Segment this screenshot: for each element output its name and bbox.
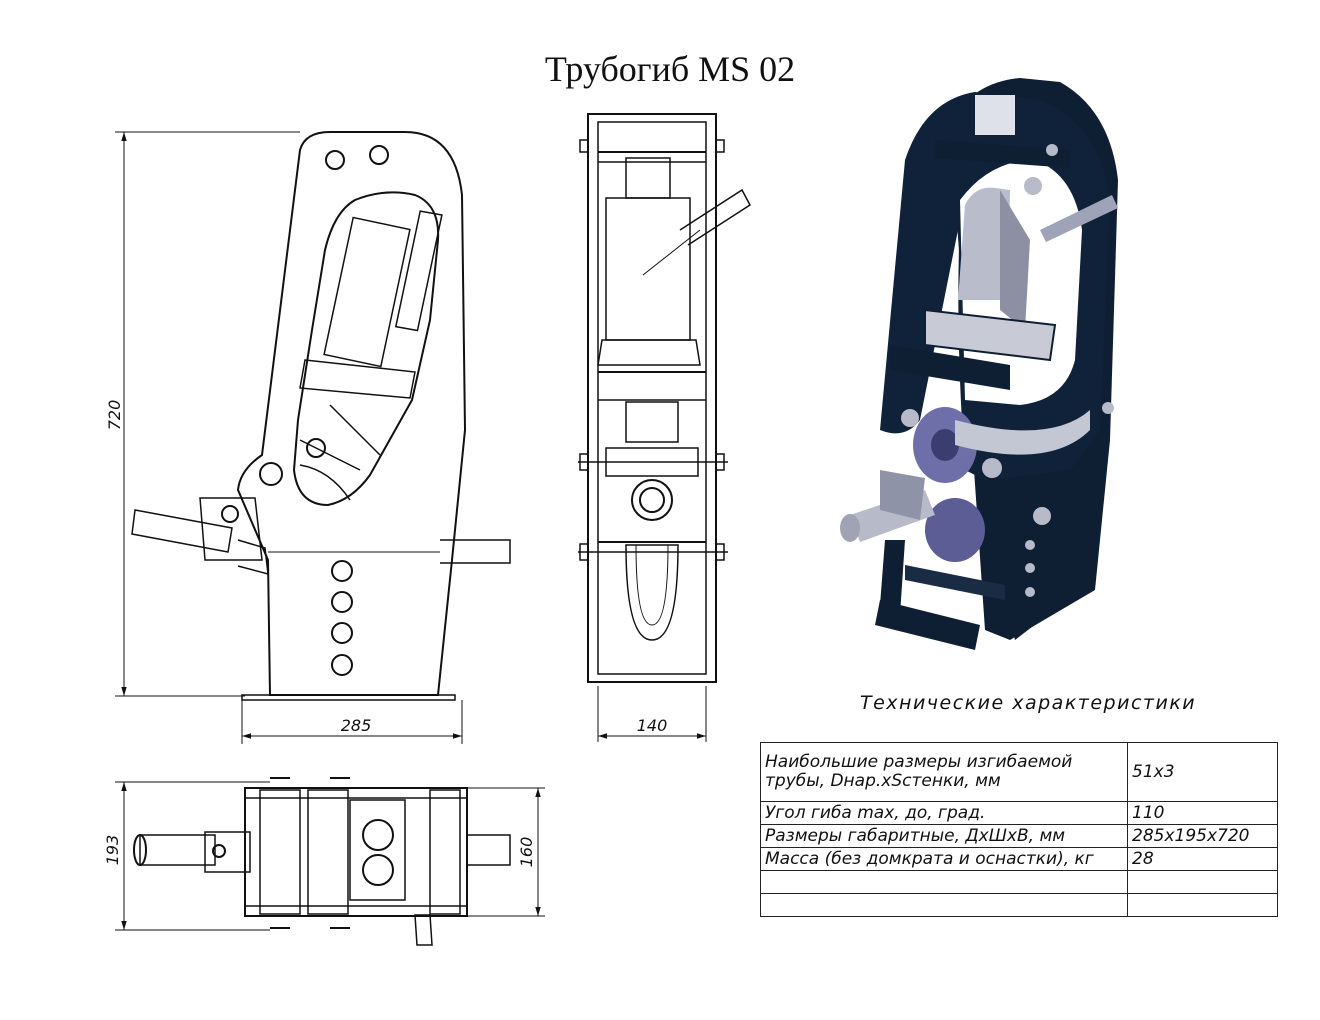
spec-label: Масса (без домкрата и оснастки), кг xyxy=(760,847,1128,871)
spec-label: Угол гиба max, до, град. xyxy=(760,801,1128,825)
top-dimensions xyxy=(115,781,545,931)
front-dimensions xyxy=(115,131,463,744)
height-dimension-label: 720 xyxy=(105,400,124,431)
depth-top-dimension-label: 193 xyxy=(103,835,122,866)
specs-heading: Технические характеристики xyxy=(860,692,1197,714)
specs-row xyxy=(760,870,1278,894)
top-view xyxy=(133,777,511,946)
spec-label: Размеры габаритные, ДxШxВ, мм xyxy=(760,824,1128,848)
specs-row: Масса (без домкрата и оснастки), кг 28 xyxy=(760,847,1278,871)
specs-row: Угол гиба max, до, град. 110 xyxy=(760,801,1278,825)
width-side-dimension-label: 140 xyxy=(637,716,668,735)
spec-value xyxy=(1127,893,1278,917)
spec-label xyxy=(760,870,1128,894)
spec-value: 285x195x720 xyxy=(1127,824,1278,848)
pipe-bender-3d-render xyxy=(840,78,1118,650)
spec-value: 51x3 xyxy=(1127,742,1278,802)
side-dimensions xyxy=(597,686,707,742)
specs-row: Наибольшие размеры изгибаемой трубы, Dна… xyxy=(760,742,1278,802)
specs-row: Размеры габаритные, ДxШxВ, мм 285x195x72… xyxy=(760,824,1278,848)
front-view xyxy=(131,131,511,701)
spec-value: 110 xyxy=(1127,801,1278,825)
spec-value xyxy=(1127,870,1278,894)
side-view xyxy=(578,113,751,683)
drawing-title: Трубогиб MS 02 xyxy=(544,49,796,89)
spec-label: Наибольшие размеры изгибаемой трубы, Dна… xyxy=(760,742,1128,802)
spec-value: 28 xyxy=(1127,847,1278,871)
specs-row xyxy=(760,893,1278,917)
specs-table: Наибольшие размеры изгибаемой трубы, Dна… xyxy=(760,742,1278,917)
width-front-dimension-label: 285 xyxy=(341,716,372,735)
depth-base-dimension-label: 160 xyxy=(517,837,536,868)
spec-label xyxy=(760,893,1128,917)
